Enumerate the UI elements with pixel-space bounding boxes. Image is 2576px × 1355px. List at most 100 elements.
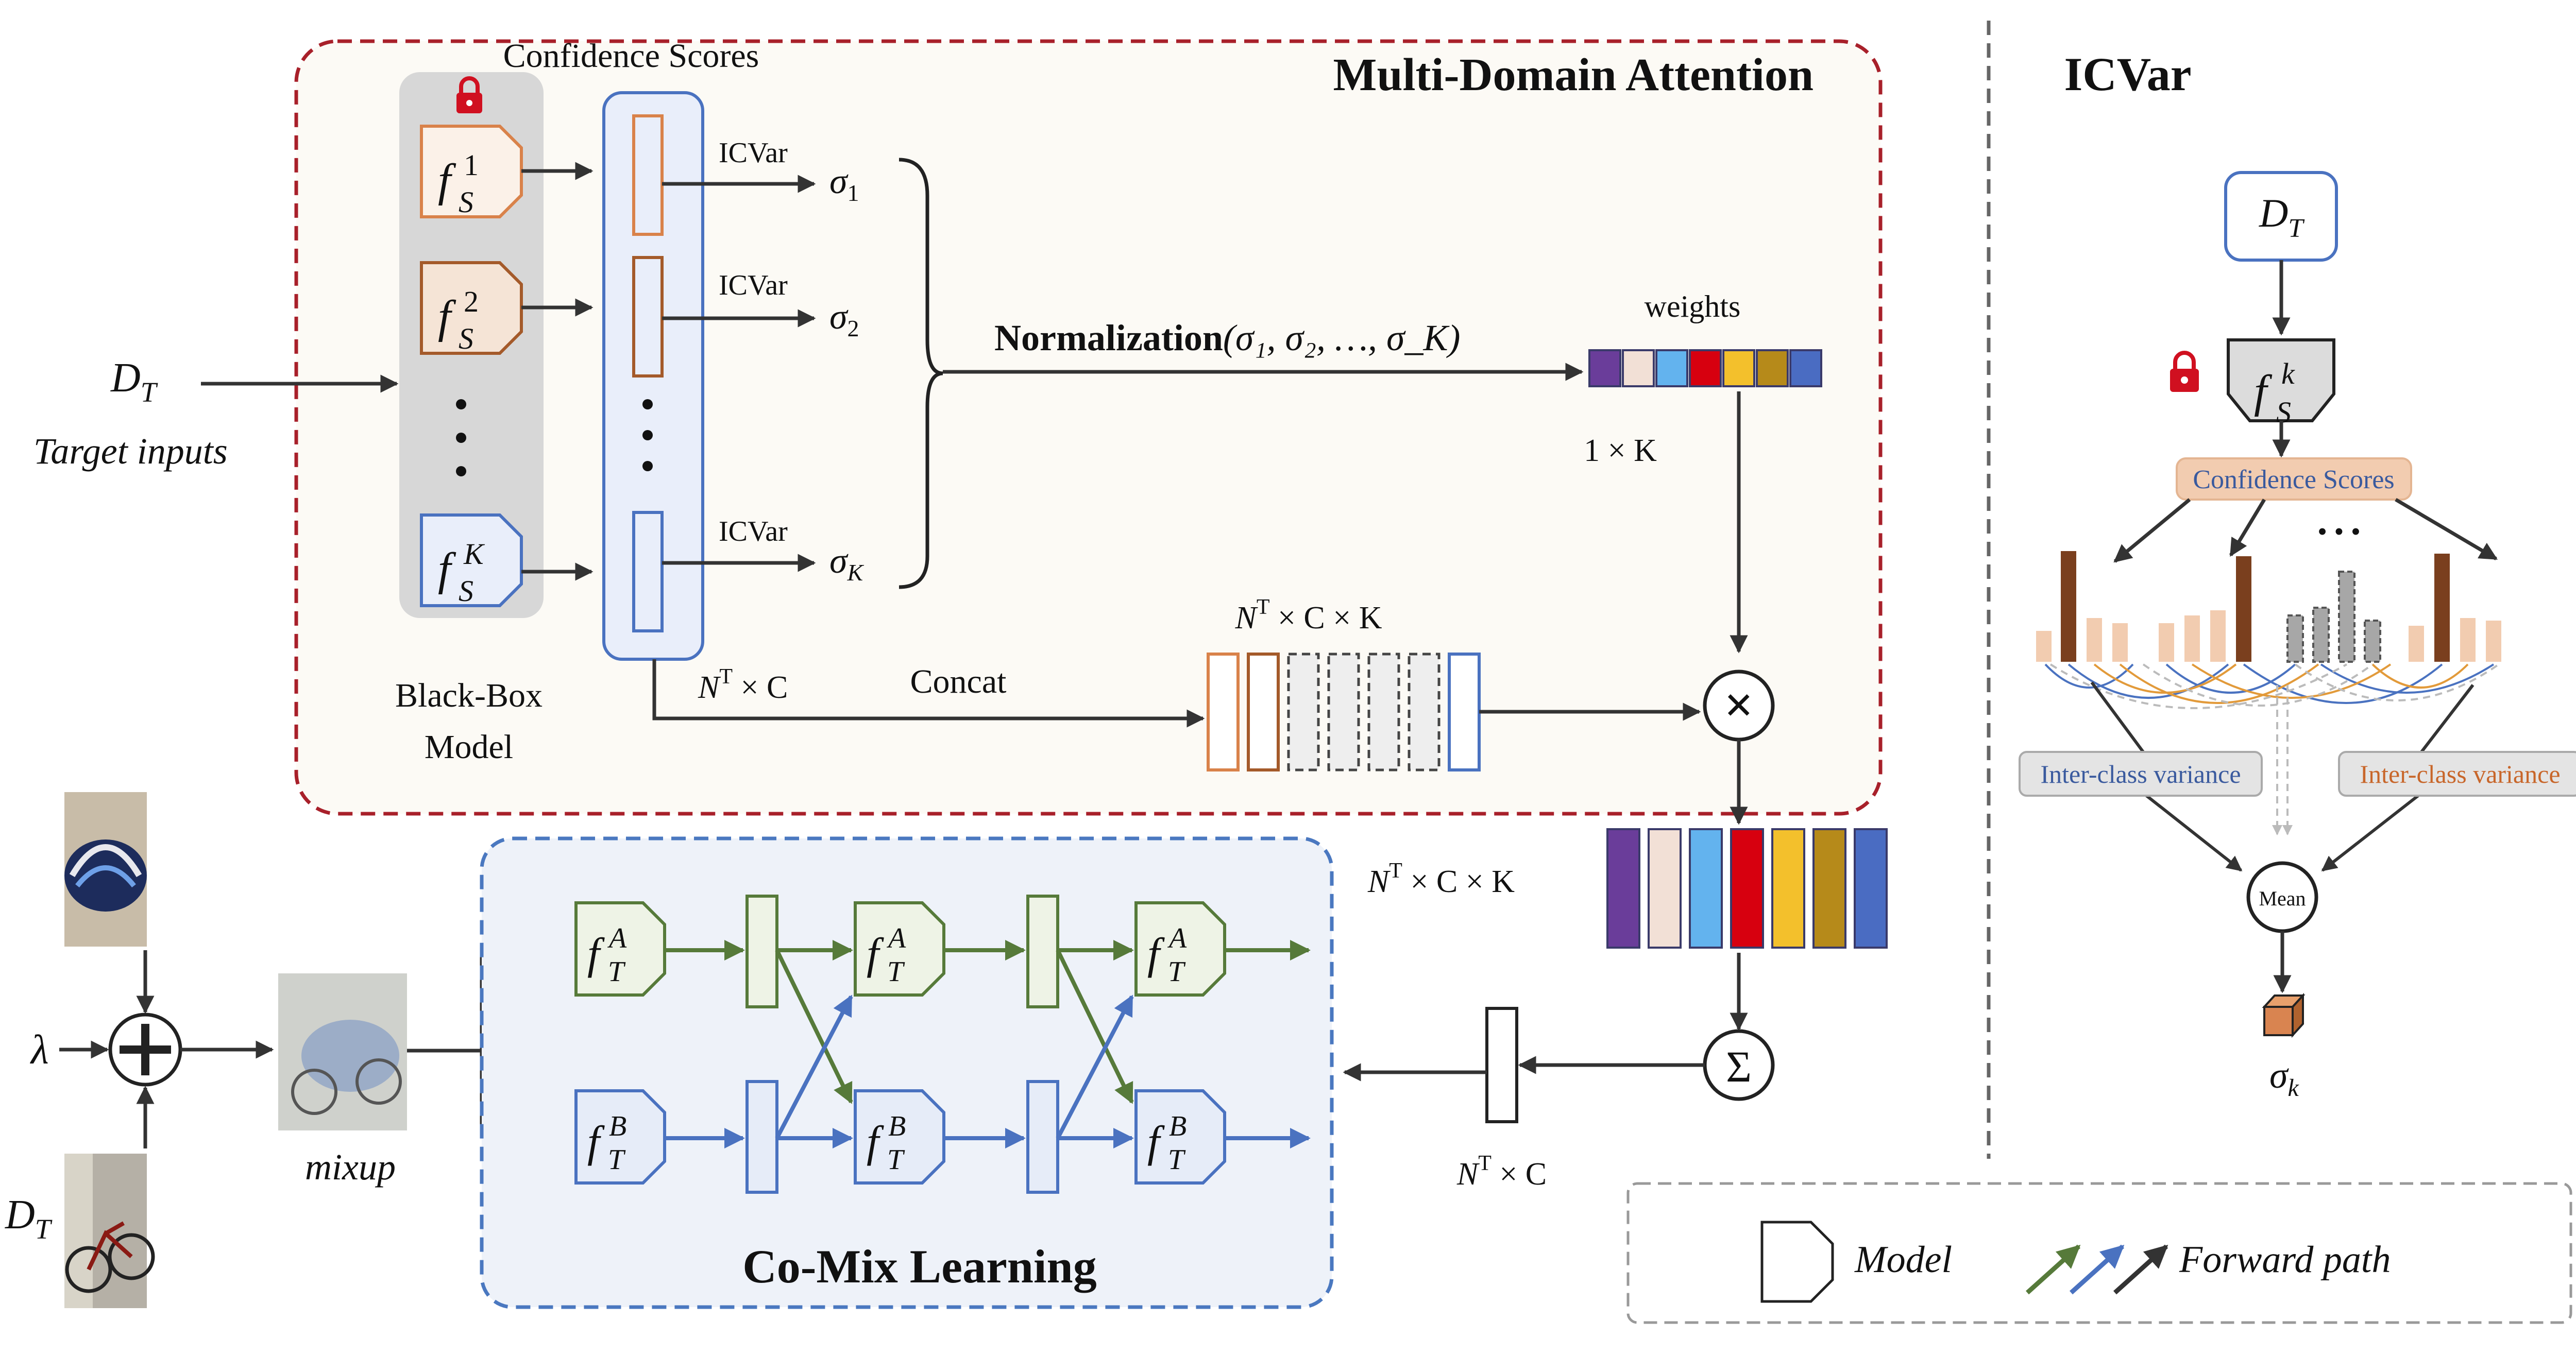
concat-out-dim: NT × C × K [1234,595,1382,636]
icvar-dots: • • • [2317,516,2361,547]
svg-text:A: A [886,922,906,954]
weight-cell [1655,349,1688,387]
weight-cell [1789,349,1822,387]
histogram-2 [2159,556,2251,662]
weighted-feature-bar [1689,828,1723,949]
svg-text:A: A [1167,922,1187,954]
target-model-a-3: f A T [1134,901,1226,997]
weights-vector [1588,349,1822,387]
inter-class-left-label: Inter-class variance [2040,760,2241,788]
sum-operator: Σ [1703,1029,1775,1101]
icvar-dt-label: DT [2259,191,2304,243]
weighted-dim-label: NT × C × K [1367,859,1515,899]
weighted-feature-bar [1854,828,1888,949]
target-model-a-1: f A T [574,901,666,997]
svg-text:B: B [1169,1110,1187,1142]
icvar-label-1: ICVar [719,137,788,169]
inter-class-left-box [2019,751,2263,797]
concat-arrow [652,659,1205,728]
weight-cell [1722,349,1755,387]
weight-cell [1622,349,1655,387]
svg-text:S: S [459,322,473,355]
cube-icon [2262,992,2306,1038]
concat-stack [1207,653,1481,771]
svg-text:T: T [887,1144,905,1176]
weighted-feature-bar [1812,828,1846,949]
dt-lower-label: DT [5,1192,53,1245]
svg-text:T: T [608,1144,626,1176]
weights-label: weights [1645,289,1741,323]
histogram-3 [2286,571,2381,663]
target-model-b-1: f B T [574,1089,666,1185]
ellipsis-dots [456,399,466,476]
svg-text:2: 2 [464,285,479,318]
svg-text:T: T [608,956,626,988]
svg-text:B: B [888,1110,906,1142]
mean-node: Mean [2246,861,2318,933]
icvar-mean-arrows [2090,681,2475,872]
concat-in-dim: NT × C [698,665,788,705]
sigma-2: σ2 [829,297,859,341]
confidence-scores-label: Confidence Scores [503,37,759,75]
weight-cell [1588,349,1621,387]
black-box-label-2: Model [425,728,513,766]
weighted-stack [1606,828,1888,949]
svg-text:B: B [609,1110,626,1142]
icvar-confidence-box [2176,457,2412,501]
weighted-feature-bar [1771,828,1805,949]
icvar-gray-arrows [2272,685,2293,835]
svg-text:S: S [459,574,473,608]
svg-text:k: k [2281,357,2295,390]
source-model-k: f K S [420,513,523,608]
histogram-4 [2409,554,2501,662]
weighted-feature-bar [1730,828,1764,949]
comix-title: Co-Mix Learning [742,1240,1096,1293]
helmet-image [64,792,147,947]
weights-dim-label: 1 × K [1584,433,1657,468]
variance-arcs-blue [2044,663,2495,704]
inter-class-right-label: Inter-class variance [2360,760,2560,788]
feature-bar-a-2 [1026,895,1059,1008]
icvar-label-2: ICVar [719,269,788,301]
feature-bar-a-1 [745,895,778,1008]
sigma-k-output: σk [2269,1055,2300,1102]
inter-class-right-box [2338,751,2576,797]
mixup-image [278,973,407,1130]
svg-text:T: T [1168,1144,1186,1176]
svg-text:A: A [607,922,627,954]
feature-bar-b-2 [1026,1080,1059,1194]
target-model-b-2: f B T [854,1089,945,1185]
lambda-label: λ [30,1027,49,1073]
histogram-1 [2036,551,2128,662]
weighted-feature-bar [1648,828,1682,949]
svg-text:S: S [459,185,473,219]
score-bar-k [632,511,664,632]
svg-text:Mean: Mean [2259,887,2306,910]
legend-forward-arrows [2025,1244,2168,1295]
svg-text:Σ: Σ [1726,1042,1752,1091]
lock-icon [456,76,482,113]
icvar-lock-icon [2170,351,2199,392]
svg-text:1: 1 [464,148,479,182]
mda-title: Multi-Domain Attention [1333,49,1814,100]
sigma-1: σ1 [829,162,859,206]
svg-text:T: T [1168,956,1186,988]
blue-forward-arrows [665,994,1311,1148]
score-bar-1 [632,114,664,236]
concat-label: Concat [910,663,1007,700]
weighted-feature-bar [1606,828,1640,949]
legend-model-icon [1760,1221,1834,1303]
source-model-2: f 2 S [420,261,523,355]
normalization-label: Normalization(σ₁, σ₂, …, σ_K) [994,317,1461,358]
svg-text:S: S [2276,396,2291,429]
source-model-1: f 1 S [420,125,523,219]
multiply-operator: × [1703,670,1775,742]
sum-dim-label: NT × C [1456,1152,1547,1192]
score-dots [642,399,653,471]
mixup-label: mixup [305,1146,396,1188]
dt-input-label: DT [110,355,158,408]
icvar-source-model: f k S [2227,338,2335,429]
icvar-label-k: ICVar [719,516,788,547]
bike-image [64,1154,155,1308]
weight-cell [1689,349,1722,387]
